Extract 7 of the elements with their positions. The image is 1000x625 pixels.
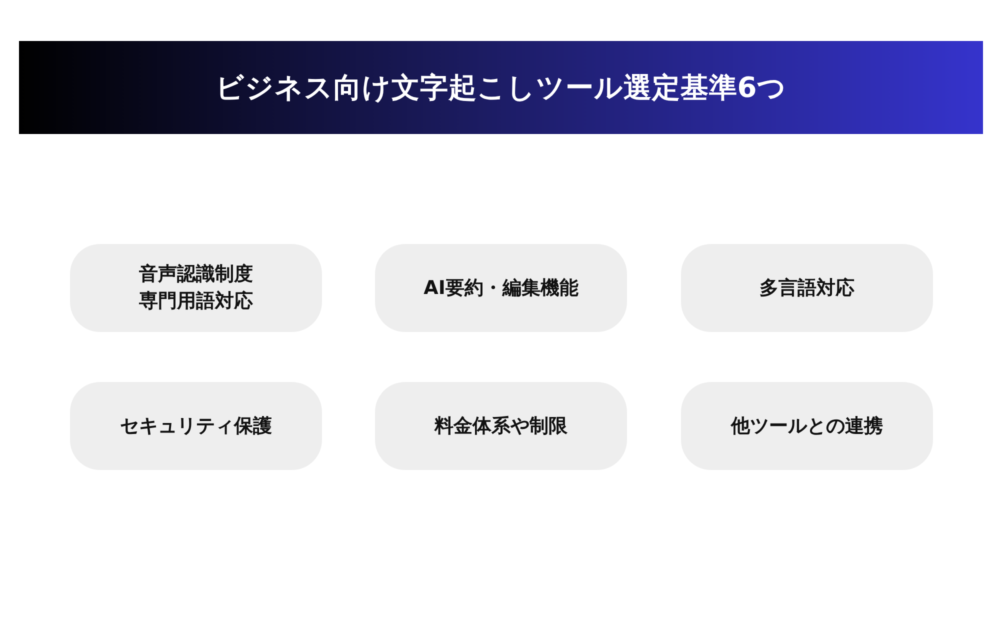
criterion-label: セキュリティ保護 bbox=[120, 414, 272, 439]
criterion-label: 音声認識制度専門用語対応 bbox=[138, 262, 254, 314]
criterion-label: 料金体系や制限 bbox=[434, 414, 568, 439]
criterion-label: 他ツールとの連携 bbox=[731, 414, 883, 439]
criterion-label: AI要約・編集機能 bbox=[424, 276, 578, 301]
title-text: ビジネス向け文字起こしツール選定基準6つ bbox=[215, 70, 787, 106]
criterion-label: 多言語対応 bbox=[760, 276, 854, 301]
